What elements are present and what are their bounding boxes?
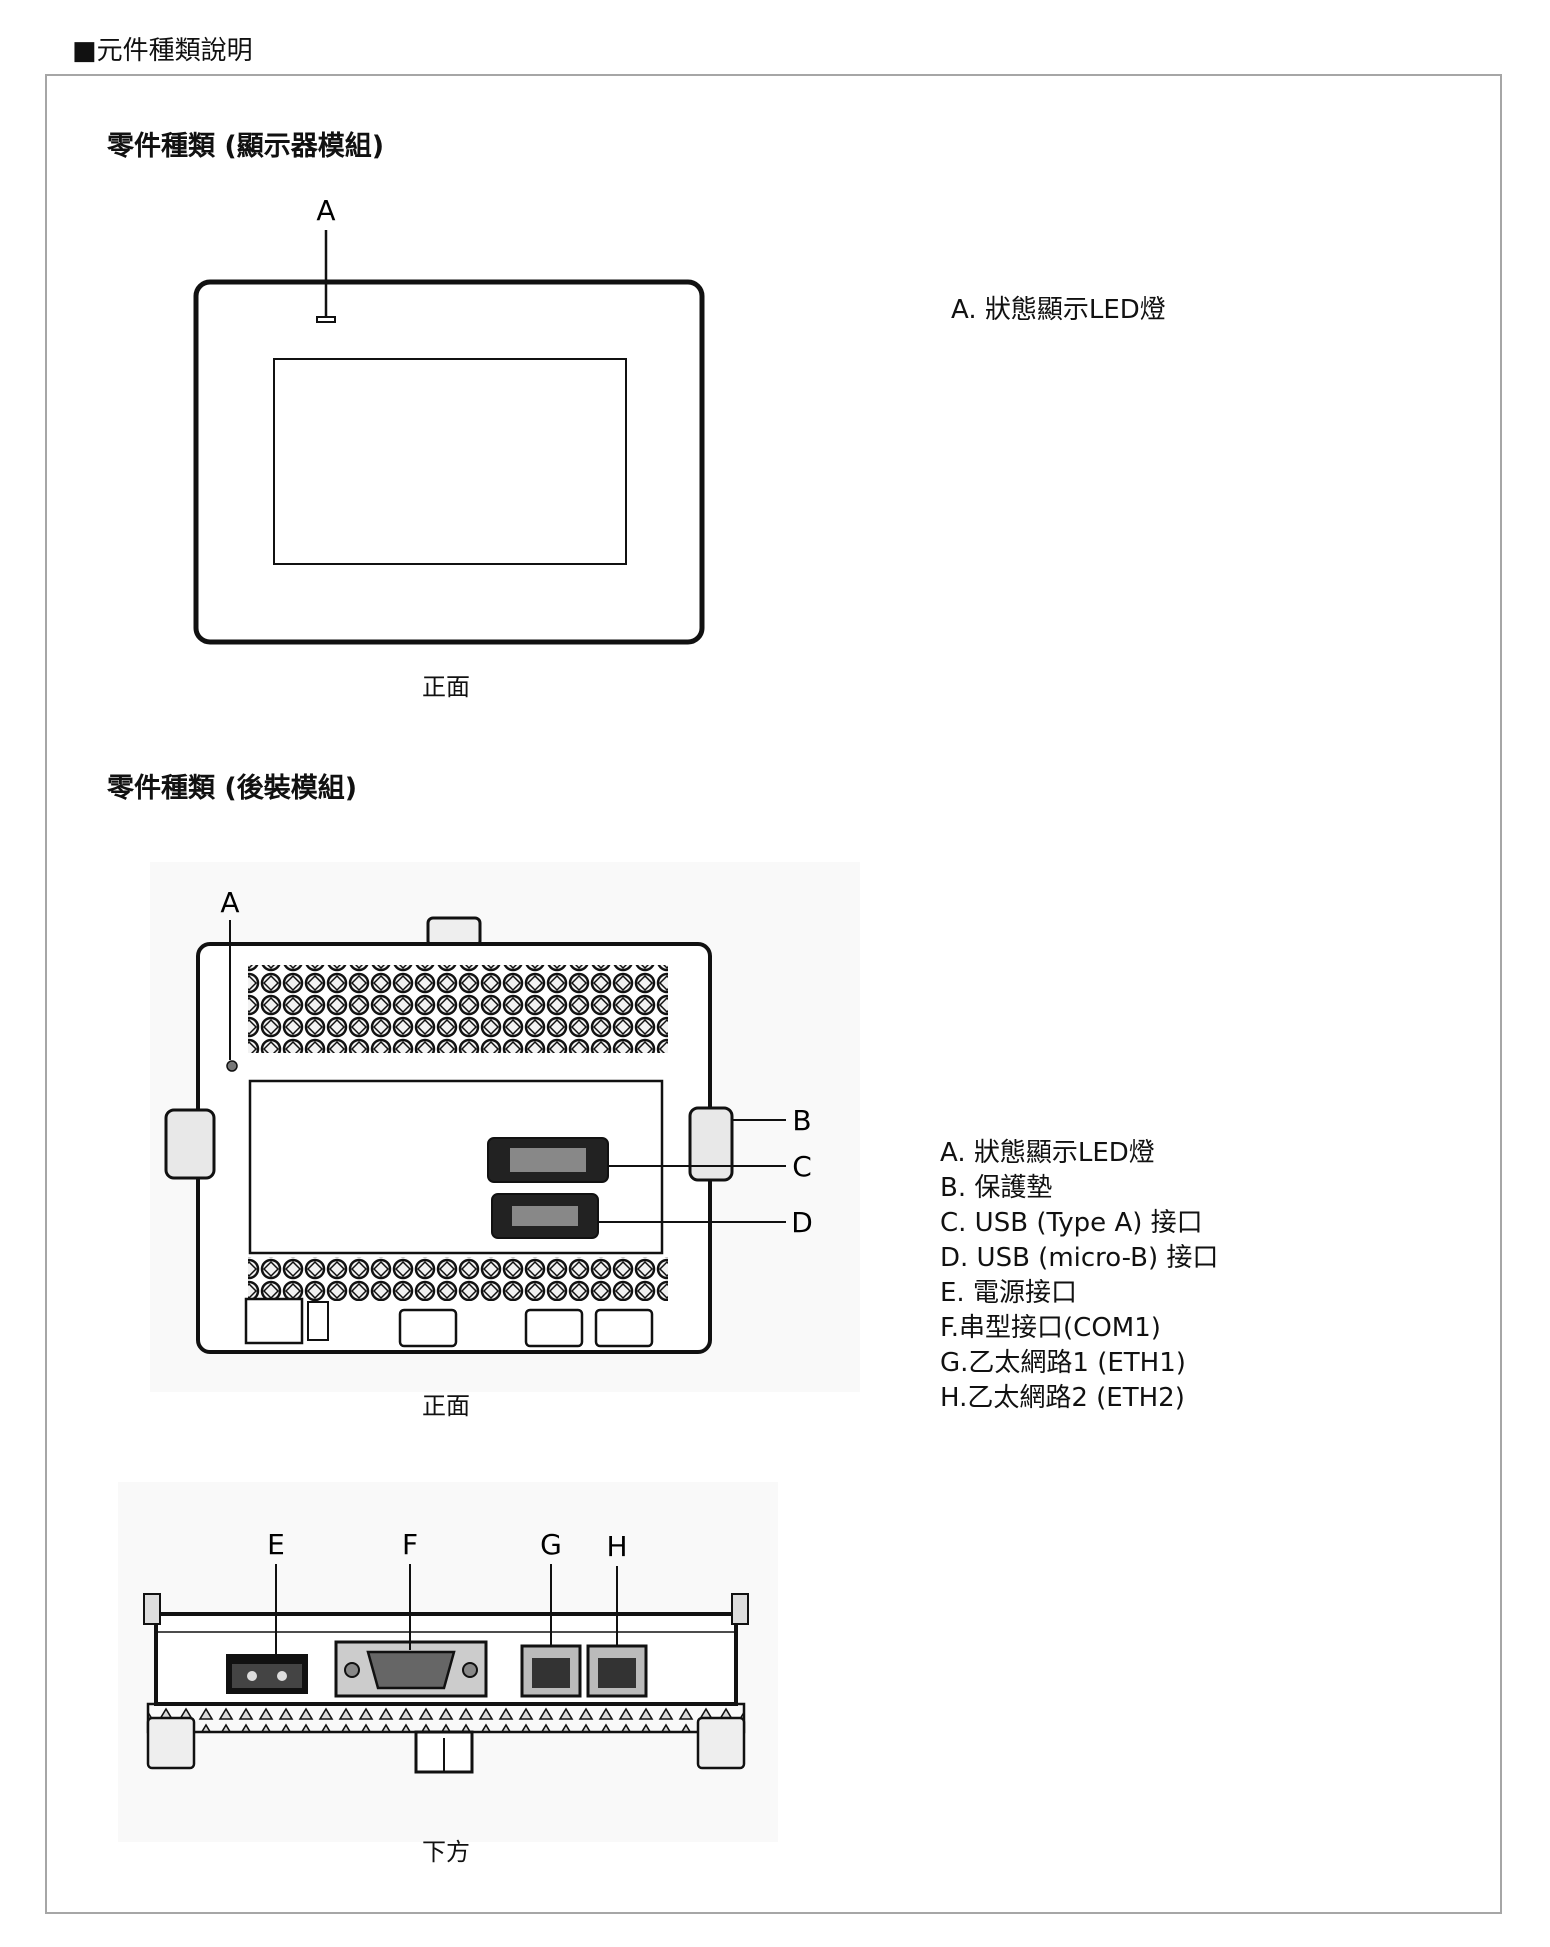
top-mount-tab [426,916,482,948]
legend-item: B. 保護墊 [940,1173,1053,1203]
display-bezel [193,279,705,645]
callout-c: C [792,1150,812,1183]
display-front-caption: 正面 [422,673,470,701]
display-module-front-diagram: A [193,195,705,645]
callout-e: E [267,1528,285,1561]
vent-rail [146,1702,746,1734]
power-terminal-outline [244,1297,304,1345]
legend-item: G.乙太網路1 (ETH1) [940,1348,1186,1378]
page-heading: ■元件種類說明 [72,36,253,66]
rear-module-legend: A. 狀態顯示LED燈 B. 保護墊 C. USB (Type A) 接口 D.… [940,1136,1218,1416]
content-frame [45,74,1502,1914]
legend-item: A. 狀態顯示LED燈 [940,1138,1155,1168]
rear-module-front-diagram: A B C D [150,862,860,1392]
callout-g: G [540,1528,562,1561]
vent-grid-bottom [248,1257,668,1301]
legend-item: F.串型接口(COM1) [940,1313,1161,1343]
left-foot [146,1716,196,1770]
display-module-legend: A. 狀態顯示LED燈 [951,293,1166,328]
rear-bottom-caption: 下方 [422,1838,470,1866]
legend-item: C. USB (Type A) 接口 [940,1208,1203,1238]
callout-a: A [316,195,335,227]
vent-grid-top [248,965,668,1053]
left-side-clip [164,1108,216,1180]
display-module-title: 零件種類 (顯示器模組) [107,131,385,162]
callout-f: F [402,1528,418,1561]
status-led [226,1060,238,1072]
rear-module-title: 零件種類 (後裝模組) [107,773,358,804]
legend-item: H.乙太網路2 (ETH2) [940,1383,1185,1413]
callout-d: D [791,1206,813,1239]
legend-item: D. USB (micro-B) 接口 [940,1243,1219,1273]
right-foot [696,1716,746,1770]
legend-item: A. 狀態顯示LED燈 [951,295,1166,325]
display-screen [273,358,627,565]
callout-a: A [220,886,239,919]
callout-b: B [792,1104,811,1137]
rear-module-bottom-diagram: E F G H [118,1482,778,1842]
status-led [316,316,336,323]
callout-h: H [606,1530,627,1563]
protective-pad [688,1106,734,1182]
legend-item: E. 電源接口 [940,1278,1077,1308]
rear-front-caption: 正面 [422,1392,470,1420]
